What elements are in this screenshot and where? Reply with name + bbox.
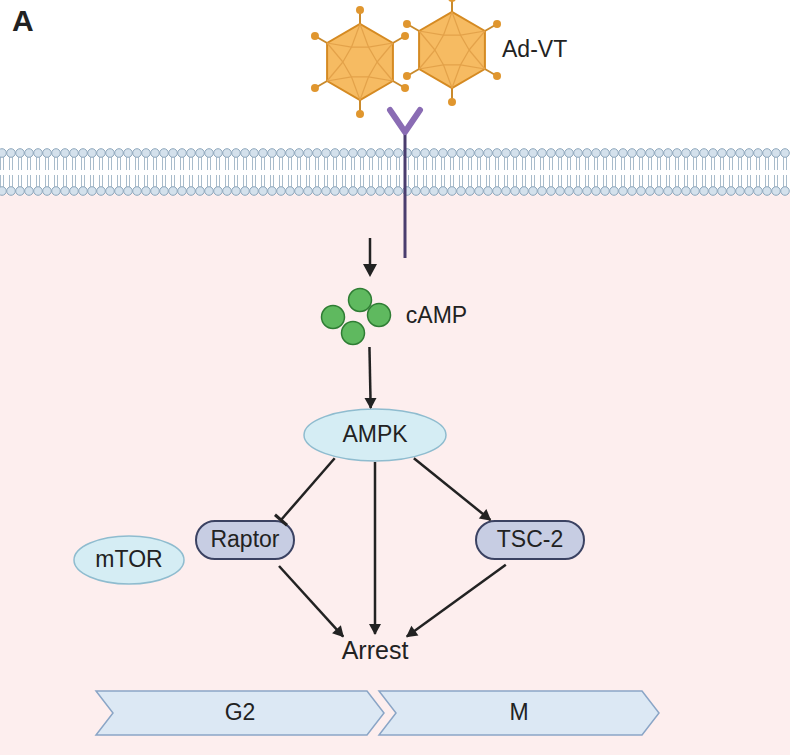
node-label: AMPK: [342, 422, 407, 447]
node-label: mTOR: [95, 547, 162, 572]
phase-chevron: G2: [95, 690, 385, 736]
node-label: M: [509, 700, 528, 725]
protein-pill: Raptor: [195, 520, 295, 560]
signal-arrow: [363, 238, 377, 277]
activation-arrow: [414, 458, 491, 520]
outcome-text: Arrest: [322, 632, 428, 670]
activation-arrow: [374, 462, 377, 634]
cytoplasm: [0, 192, 790, 755]
protein-ellipse: mTOR: [73, 535, 185, 585]
molecule-cluster: cAMP: [315, 285, 480, 347]
protein-pill: TSC-2: [475, 520, 585, 560]
cell-membrane: [0, 149, 789, 196]
virus-particles: [311, 0, 501, 118]
node-label: cAMP: [406, 303, 467, 328]
panel-label: A: [12, 4, 34, 38]
protein-ellipse: AMPK: [303, 408, 447, 462]
node-label: Raptor: [210, 527, 279, 552]
inhibition-connector: [281, 458, 335, 520]
activation-arrow: [369, 347, 370, 408]
activation-arrow: [279, 566, 343, 637]
node-label: TSC-2: [497, 527, 563, 552]
virus-label: Ad-VT: [502, 36, 567, 63]
activation-arrow: [407, 565, 506, 637]
node-label: G2: [225, 700, 256, 725]
phase-chevron: M: [378, 690, 660, 736]
receptor-symbol: [390, 110, 420, 258]
node-label: Arrest: [342, 637, 409, 665]
